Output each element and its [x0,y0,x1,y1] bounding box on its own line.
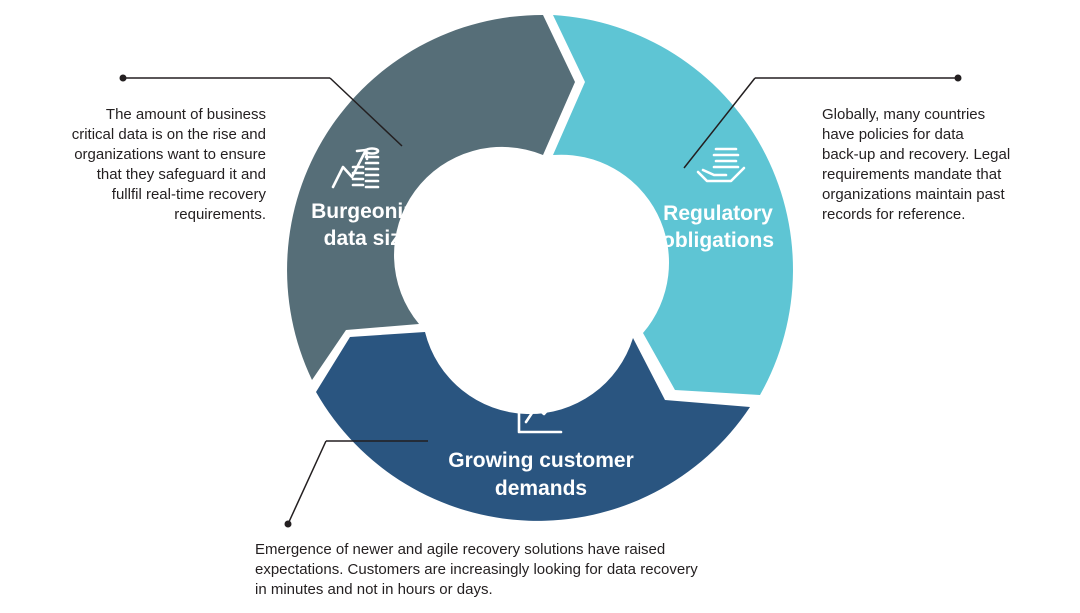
description-line: back-up and recovery. Legal [822,146,1011,163]
leader-line-bottom [284,440,428,528]
description-line: records for reference. [822,206,966,223]
segment-label-regulatory-line1: Regulatory [663,202,773,225]
segment-label-burgeoning-line1: Burgeoning [311,200,429,223]
trend-chart-icon [517,388,563,434]
description-regulatory-obligations: Globally, many countries have policies f… [822,105,1010,225]
segment-label-regulatory-line2: obligations [662,229,774,252]
description-growing-customer-demands: Emergence of newer and agile recovery so… [255,540,698,600]
description-burgeoning-data-size: The amount of business critical data is … [72,105,266,225]
segment-label-growing-line1: Growing customer [448,449,634,472]
description-line: requirements. [174,206,266,223]
description-line: fullfil real-time recovery [111,186,266,203]
segment-label-burgeoning-line2: data size [324,227,413,250]
description-line: have policies for data [822,126,964,143]
hand-holding-coins-icon [696,147,746,183]
segment-burgeoning-data-size [287,14,575,381]
coins-growth-icon [331,147,380,189]
leader-line-left [119,74,403,147]
description-line: critical data is on the rise and [71,126,266,143]
description-line: requirements mandate that [822,166,1002,183]
description-line: The amount of business [105,106,266,123]
segment-label-growing-line2: demands [495,477,587,500]
description-line: expectations. Customers are increasingly… [255,561,698,578]
description-line: that they safeguard it and [96,166,266,183]
segment-growing-customer-demands [316,332,750,521]
description-line: organizations want to ensure [74,146,266,163]
description-line: Emergence of newer and agile recovery so… [255,541,666,558]
leader-line-right [683,74,962,169]
description-line: Globally, many countries [822,106,986,123]
description-line: organizations maintain past [822,186,1005,203]
segment-regulatory-obligations [553,15,793,395]
description-line: in minutes and not in hours or days. [255,581,493,598]
